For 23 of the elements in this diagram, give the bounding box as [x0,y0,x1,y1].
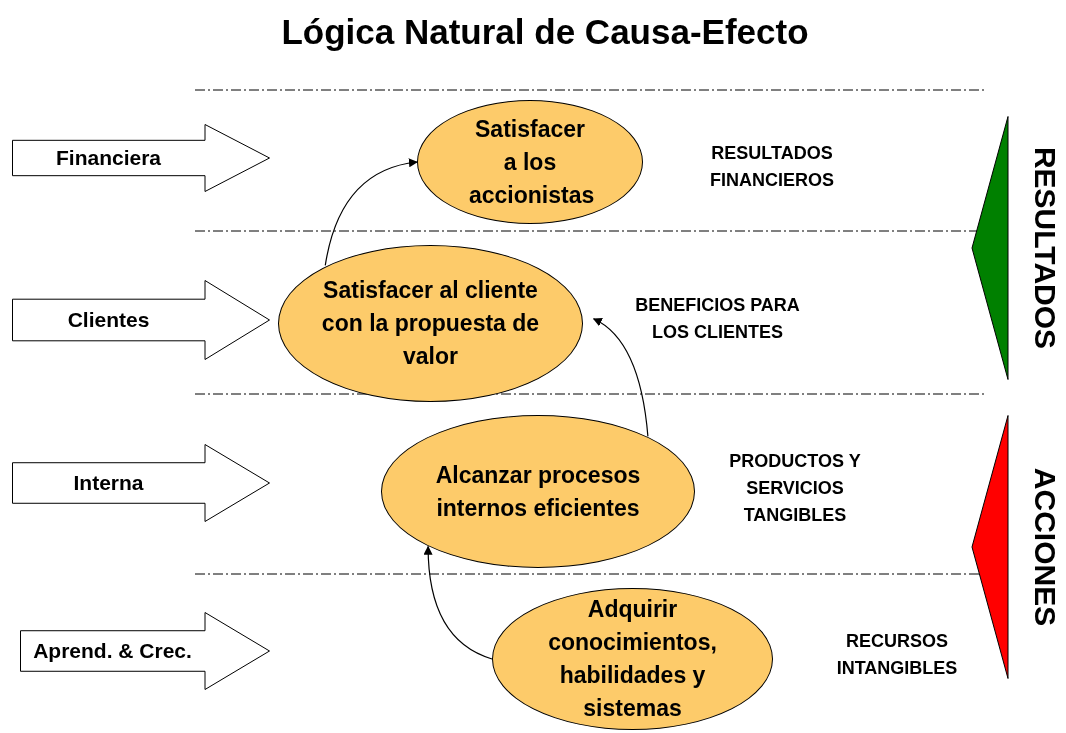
curved-arrow [324,158,418,266]
level-label: PRODUCTOS Y SERVICIOS TANGIBLES [728,450,862,527]
diagram-title: Lógica Natural de Causa-Efecto [281,14,809,49]
level-label: BENEFICIOS PARA LOS CLIENTES [634,294,801,344]
arrow-label: Aprend. & Crec. [33,640,192,662]
arrow-label: Financiera [55,147,161,169]
block-arrow [12,280,270,360]
wedge-indicator [971,116,1009,380]
arrow-label: Interna [73,472,144,494]
arrow-label: Clientes [67,309,150,331]
goal-text: Satisfacer al cliente con la propuesta de valor [320,276,541,371]
vertical-label: RESULTADOS [1030,146,1060,350]
level-label: RESULTADOS FINANCIEROS [709,142,835,192]
curved-arrow [423,545,493,660]
goal-text: Adquirir conocimientos, habilidades y sistemas [547,595,718,723]
vertical-label: ACCIONES [1030,467,1060,627]
curved-arrow [592,318,649,438]
block-arrow [12,444,270,522]
wedge-indicator [971,415,1009,679]
goal-text: Alcanzar procesos internos eficientes [434,460,642,523]
level-label: RECURSOS INTANGIBLES [835,630,959,680]
block-arrow [20,612,270,690]
block-arrow [12,124,270,192]
